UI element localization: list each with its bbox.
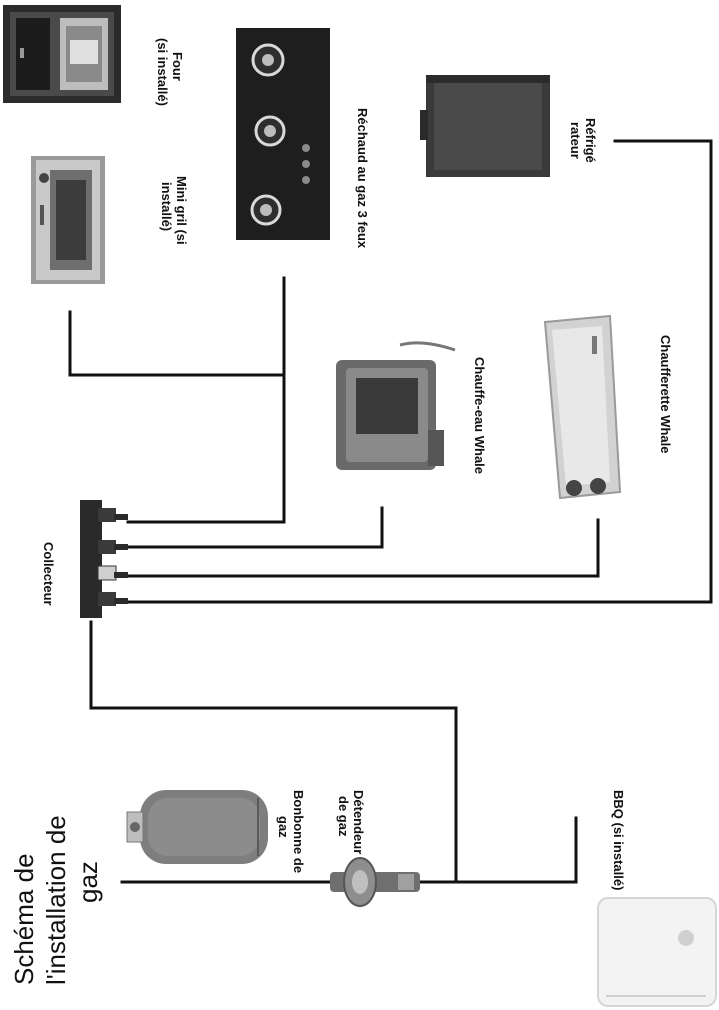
pipe-mini-gril	[68, 310, 286, 377]
pipe-refrigerateur	[126, 139, 713, 604]
label-rechaud: Réchaud au gaz 3 feux	[355, 108, 370, 249]
label-bbq: BBQ (si installé)	[611, 790, 626, 890]
label-mini-gril: Mini gril (si installé)	[159, 176, 189, 248]
four-image	[3, 5, 121, 103]
refrigerateur-image	[420, 75, 550, 177]
label-bonbonne: Bonbonne de gaz	[276, 790, 306, 877]
bonbonne-image	[126, 790, 268, 864]
pipe-network	[68, 139, 713, 884]
label-chaufferette: Chaufferette Whale	[658, 335, 673, 453]
detendeur-image	[330, 857, 420, 907]
label-detendeur: Détendeur de gaz	[336, 790, 366, 858]
chaufferette-image	[543, 314, 622, 500]
pipe-rechaud	[126, 276, 286, 524]
pipe-chaufferette	[126, 518, 600, 578]
chauffe-eau-image	[336, 341, 456, 470]
rechaud-image	[236, 28, 330, 240]
diagram-title: Schéma de l'installation de gaz	[9, 808, 103, 985]
mini-gril-image	[31, 156, 105, 284]
label-refrigerateur: Réfrigé rateur	[568, 118, 598, 166]
pipe-main	[89, 620, 458, 884]
label-chauffe-eau: Chauffe-eau Whale	[472, 357, 487, 474]
bbq-image	[597, 897, 717, 1007]
label-four: Four (si installé)	[155, 38, 185, 106]
collecteur-image	[80, 500, 128, 618]
label-collecteur: Collecteur	[41, 542, 56, 606]
pipe-chauffe-eau	[126, 506, 384, 549]
